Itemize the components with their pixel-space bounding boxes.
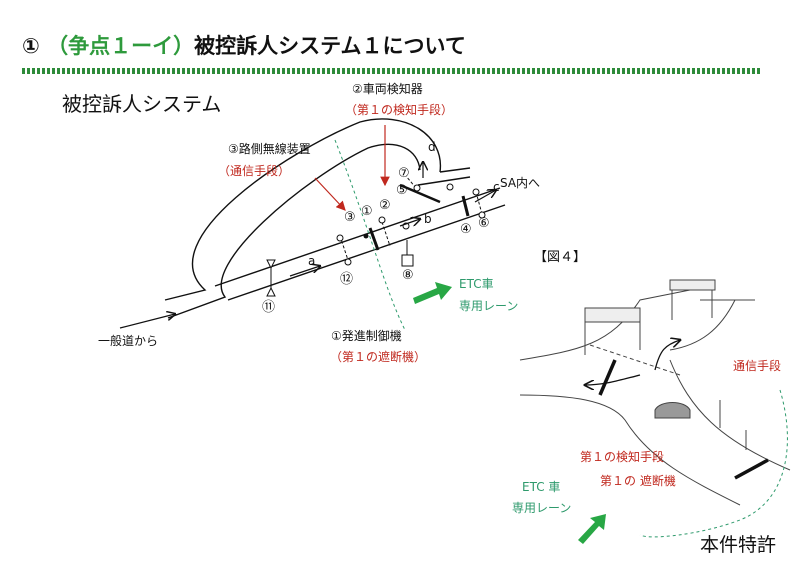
fig4-first-detect: 第１の検知手段 bbox=[580, 450, 665, 464]
start-control-role: （第１の遮断機） bbox=[330, 350, 427, 364]
vehicle-detector-role: （第１の検知手段） bbox=[345, 103, 454, 117]
fig4-etc-lane-line1: ETC 車 bbox=[522, 480, 561, 494]
vehicle-detector-label: ②車両検知器 bbox=[352, 82, 423, 96]
sa-in-label: SA内へ bbox=[500, 176, 541, 190]
barrier-start-control bbox=[368, 227, 380, 251]
road-outline bbox=[164, 118, 506, 319]
fig4-etc-lane-line2: 専用レーン bbox=[512, 501, 572, 515]
marker-8: ⑧ bbox=[402, 268, 414, 283]
detector-line-4 bbox=[475, 191, 483, 215]
barrier-sa-exit bbox=[461, 195, 470, 217]
roadside-radio-label: ③路側無線装置 bbox=[228, 142, 311, 156]
flow-letter-d: d bbox=[428, 140, 436, 154]
etc-lane-boundary bbox=[334, 139, 406, 331]
etc-lane-left-line2: 専用レーン bbox=[459, 299, 519, 313]
marker-11: ⑪ bbox=[262, 300, 276, 315]
system-label: 被控訴人システム bbox=[62, 92, 222, 116]
etc-lane-left-line1: ETC車 bbox=[459, 277, 494, 291]
figure4-illustration bbox=[519, 279, 791, 506]
flow-letter-b: b bbox=[424, 212, 432, 226]
device-box-8 bbox=[401, 254, 414, 267]
flow-letter-c: c bbox=[493, 180, 500, 194]
flow-letter-a: a bbox=[308, 254, 316, 268]
fig4-comm-means: 通信手段 bbox=[733, 359, 782, 373]
fig4-first-barrier: 第１の 遮断機 bbox=[600, 474, 676, 488]
patent-label: 本件特許 bbox=[700, 534, 777, 556]
roadside-radio-role: （通信手段） bbox=[218, 164, 291, 178]
fig4-barrier-left bbox=[598, 359, 617, 396]
figure4-label: 【図４】 bbox=[534, 250, 587, 265]
fig4-first-barrier bbox=[734, 458, 769, 480]
etc-lane-arrow-left bbox=[413, 282, 452, 304]
barrier-loop bbox=[399, 183, 441, 204]
etc-lane-arrow-right bbox=[578, 514, 606, 544]
marker-5: ⑤ bbox=[396, 183, 408, 198]
marker-3: ③ bbox=[344, 210, 356, 225]
general-road-label: 一般道から bbox=[98, 334, 159, 348]
marker-6: ⑥ bbox=[478, 216, 490, 231]
page-title: ① （争点１ーイ）被控訴人システム１について bbox=[22, 30, 466, 60]
title-main: 被控訴人システム１について bbox=[194, 34, 466, 58]
title-dotted-rule bbox=[22, 68, 760, 74]
marker-4: ④ bbox=[460, 222, 472, 237]
start-control-label: ①発進制御機 bbox=[331, 329, 402, 343]
marker-7: ⑦ bbox=[398, 166, 410, 181]
marker-2: ② bbox=[379, 198, 391, 213]
title-prefix: ① bbox=[22, 34, 40, 58]
title-highlight: （争点１ーイ） bbox=[47, 34, 195, 58]
detector-line-2 bbox=[381, 221, 391, 247]
detector-line-12 bbox=[339, 235, 349, 261]
marker-1: ① bbox=[361, 204, 373, 219]
marker-12: ⑫ bbox=[340, 272, 354, 287]
